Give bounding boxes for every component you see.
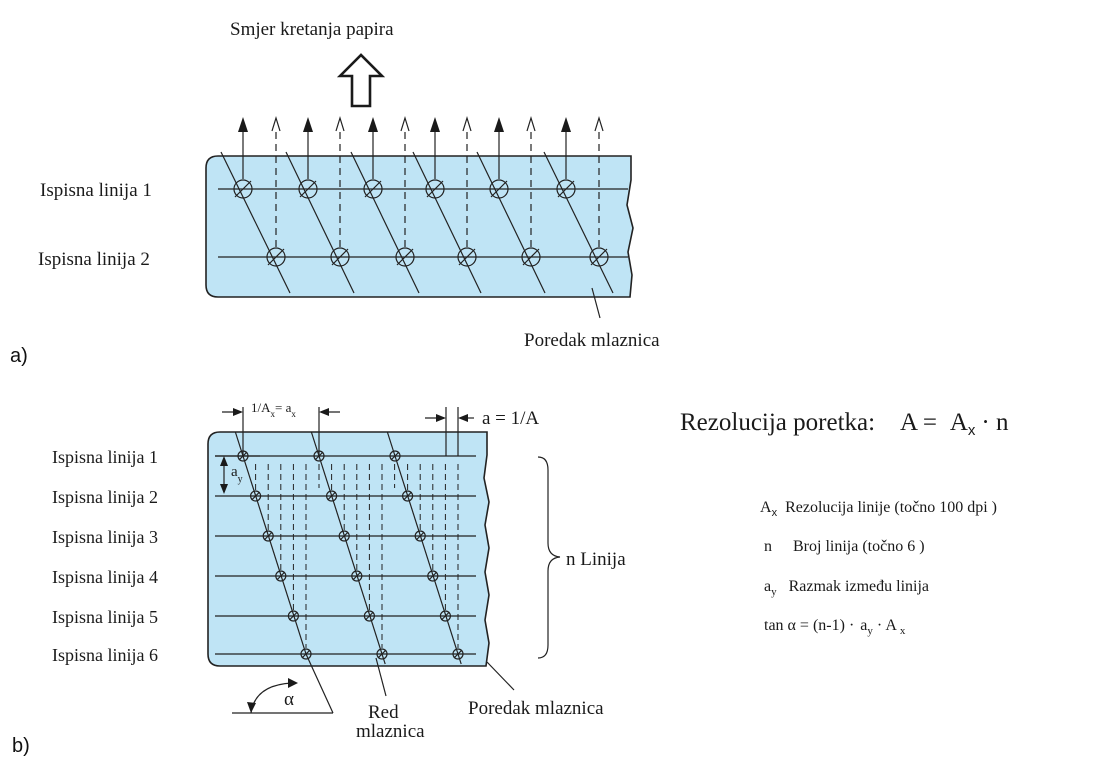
- panel-a: Smjer kretanja papira Ispisna linija 1 I…: [10, 19, 660, 367]
- dimension-a: a = 1/A: [425, 407, 539, 456]
- nozzle-rows-a: [220, 151, 614, 294]
- nozzle-b: [439, 610, 451, 622]
- nozzle-a-line2: [330, 247, 350, 267]
- solid-arrow: [561, 117, 571, 132]
- nozzle-b: [414, 530, 426, 542]
- print-line-b-label: Ispisna linija 6: [52, 645, 158, 665]
- nozzle-a-line1: [489, 179, 509, 199]
- nozzle-a-line2: [589, 247, 609, 267]
- solid-arrow: [238, 117, 248, 132]
- dimension-ax: 1/Ax= ax: [222, 400, 340, 456]
- solid-arrow: [368, 117, 378, 132]
- nozzle-a-line2: [521, 247, 541, 267]
- nozzle-arrows-a: [238, 115, 604, 247]
- nozzles-a: [233, 179, 609, 267]
- nozzle-a-line1: [298, 179, 318, 199]
- n-lines-brace: [537, 456, 561, 659]
- dimension-ay: ay: [215, 455, 260, 494]
- print-line-b-label: Ispisna linija 2: [52, 487, 158, 507]
- dashed-arrow: [335, 115, 345, 132]
- print-head-a: [205, 155, 634, 298]
- dashed-arrow: [271, 115, 281, 132]
- print-line-a-1-label: Ispisna linija 1: [40, 180, 152, 201]
- nozzle-b: [351, 570, 363, 582]
- dimension-a-label: a = 1/A: [482, 408, 539, 429]
- nozzle-a-line2: [395, 247, 415, 267]
- nozzle-b: [402, 490, 414, 502]
- nozzle-a-line2: [457, 247, 477, 267]
- nozzle-a-line1: [425, 179, 445, 199]
- paper-direction-arrow: [336, 53, 386, 108]
- nozzle-row-label-1: Red: [368, 702, 399, 723]
- formula-title: Rezolucija poretka: A = Ax· n: [680, 409, 1009, 439]
- nozzle-order-b-label: Poredak mlaznica: [468, 698, 604, 719]
- nozzle-b: [250, 490, 262, 502]
- nozzle-b: [262, 530, 274, 542]
- dashed-arrow: [400, 115, 410, 132]
- nozzle-a-line2: [266, 247, 286, 267]
- solid-arrow: [303, 117, 313, 132]
- nozzle-b: [338, 530, 350, 542]
- panel-b-label: b): [12, 735, 30, 757]
- print-line-b-label: Ispisna linija 1: [52, 447, 158, 467]
- alpha-label: α: [284, 689, 294, 710]
- print-line-labels-b: Ispisna linija 1 Ispisna linija 2 Ispisna …: [52, 447, 158, 665]
- dashed-columns-b: [255, 464, 459, 648]
- svg-text:1/Ax= ax: 1/Ax= ax: [251, 400, 296, 419]
- paper-direction-title: Smjer kretanja papira: [230, 19, 394, 40]
- nozzle-b: [363, 610, 375, 622]
- nozzle-row-label-2: mlaznica: [356, 721, 425, 742]
- nozzle-a-line1: [556, 179, 576, 199]
- print-line-b-label: Ispisna linija 5: [52, 607, 158, 627]
- nozzle-b: [452, 648, 464, 660]
- print-line-b-label: Ispisna linija 3: [52, 527, 158, 547]
- nozzle-order-a-leader: [591, 287, 601, 319]
- nozzle-a-line1: [233, 179, 253, 199]
- nozzle-order-a-label: Poredak mlaznica: [524, 330, 660, 351]
- print-line-b-label: Ispisna linija 4: [52, 567, 158, 587]
- nozzle-b: [376, 648, 388, 660]
- svg-text:ay: ay: [231, 464, 243, 485]
- nozzle-b: [326, 490, 338, 502]
- dashed-arrow: [462, 115, 472, 132]
- solid-arrow: [494, 117, 504, 132]
- nozzle-order-b-leader: [486, 661, 515, 691]
- print-line-a-2-label: Ispisna linija 2: [38, 249, 150, 270]
- n-lines-label: n Linija: [566, 549, 626, 570]
- panel-b: 1/Ax= ax a = 1/A ay Ispisna linija 1Ispi…: [12, 400, 626, 757]
- solid-arrow: [430, 117, 440, 132]
- dashed-arrow: [594, 115, 604, 132]
- nozzle-b: [427, 570, 439, 582]
- panel-a-label: a): [10, 345, 28, 367]
- nozzle-b: [287, 610, 299, 622]
- alpha-angle: α: [232, 653, 334, 714]
- dashed-arrow: [526, 115, 536, 132]
- nozzle-b: [275, 570, 287, 582]
- nozzle-row-leader: [375, 657, 387, 697]
- nozzle-rows-b: [234, 431, 462, 665]
- nozzle-a-line1: [363, 179, 383, 199]
- nozzle-b: [389, 450, 401, 462]
